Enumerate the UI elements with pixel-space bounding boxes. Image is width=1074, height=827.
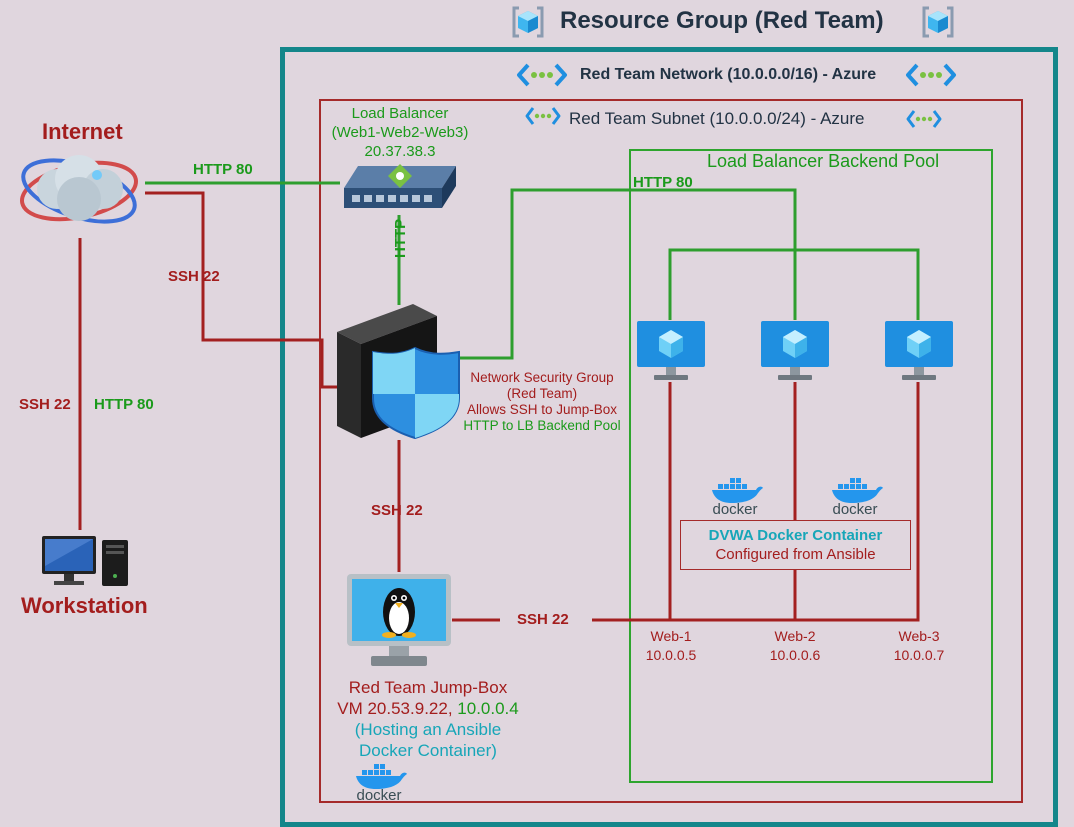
jumpbox-ansible-line: (Hosting an Ansible xyxy=(354,720,502,739)
jumpbox-address: VM 20.53.9.22, 10.0.0.4 xyxy=(319,698,537,719)
backend-pool-label: Load Balancer Backend Pool xyxy=(707,151,940,171)
subnet-label: Red Team Subnet (10.0.0.0/24) - Azure xyxy=(569,109,865,128)
internet-label: Internet xyxy=(42,119,123,144)
http-label-workstation: HTTP 80 xyxy=(94,396,154,413)
nsg-rule-ssh: Allows SSH to Jump-Box xyxy=(466,402,618,417)
web-vm-icon xyxy=(761,321,829,380)
dvwa-title: DVWA Docker Container xyxy=(708,527,883,544)
jumpbox-caption: Red Team Jump-Box VM 20.53.9.22, 10.0.0.… xyxy=(319,677,537,761)
jumpbox-docker-line: Docker Container) xyxy=(359,741,497,760)
ssh-line-jumpbox-right xyxy=(592,382,920,622)
docker-whale-icon xyxy=(356,764,407,789)
web-vm-ip: 10.0.0.7 xyxy=(893,647,945,663)
web-vm-icon xyxy=(637,321,705,380)
linux-penguin-icon xyxy=(382,588,416,638)
jumpbox-private-ip: 10.0.0.4 xyxy=(457,699,519,718)
load-balancer-members: (Web1-Web2-Web3) xyxy=(331,124,469,141)
web-vm-name: Web-2 xyxy=(774,628,816,644)
ssh-label-internet-nsg: SSH 22 xyxy=(168,268,220,285)
nsg-caption: Network Security Group (Red Team) Allows… xyxy=(446,370,638,434)
resource-group-title: Resource Group (Red Team) xyxy=(560,7,884,34)
jumpbox-public-ip: VM 20.53.9.22, xyxy=(337,699,453,718)
nsg-name: Network Security Group xyxy=(470,370,614,385)
vnet-icon-right xyxy=(906,63,956,87)
nsg-team: (Red Team) xyxy=(506,386,578,401)
jumpbox-monitor-icon xyxy=(347,574,451,666)
dvwa-box: DVWA Docker Container Configured from An… xyxy=(680,520,911,570)
load-balancer-caption: Load Balancer (Web1-Web2-Web3) 20.37.38.… xyxy=(320,104,480,161)
nsg-rule-http: HTTP to LB Backend Pool xyxy=(463,418,621,433)
vnet-icon-left xyxy=(517,63,567,87)
docker-logo-text: docker xyxy=(712,501,758,518)
http-label-lb-nsg: HTTP xyxy=(392,218,409,258)
docker-logo-text: docker xyxy=(356,787,402,804)
load-balancer-icon xyxy=(344,164,456,208)
network-label: Red Team Network (10.0.0.0/16) - Azure xyxy=(580,66,877,83)
web-vm-name: Web-1 xyxy=(650,628,692,644)
http-line-nsg-backend xyxy=(458,188,797,360)
web-vm-icon xyxy=(885,321,953,380)
dvwa-subtitle: Configured from Ansible xyxy=(715,546,876,563)
load-balancer-name: Load Balancer xyxy=(351,105,449,122)
nsg-firewall-icon xyxy=(337,304,460,440)
workstation-icon xyxy=(42,536,128,586)
web-vm-name: Web-3 xyxy=(898,628,940,644)
ssh-line-internet-nsg xyxy=(145,191,338,389)
ssh-label-workstation: SSH 22 xyxy=(19,396,71,413)
web-vm-ip: 10.0.0.5 xyxy=(645,647,697,663)
resource-group-icon-left xyxy=(512,6,544,38)
http-label-nsg-backend: HTTP 80 xyxy=(633,174,693,191)
ssh-label-jumpbox-web: SSH 22 xyxy=(517,611,569,628)
web-vm-ip: 10.0.0.6 xyxy=(769,647,821,663)
backend-pool-box xyxy=(629,149,993,783)
jumpbox-name: Red Team Jump-Box xyxy=(348,678,508,697)
docker-whale-icon xyxy=(712,478,763,503)
load-balancer-ip: 20.37.38.3 xyxy=(364,143,436,160)
internet-cloud-icon xyxy=(20,155,138,224)
docker-whale-icon xyxy=(832,478,883,503)
subnet-icon-left xyxy=(525,107,561,125)
subnet-icon-right xyxy=(906,110,942,128)
docker-logo-text: docker xyxy=(832,501,878,518)
subnet-box xyxy=(319,99,1023,803)
resource-group-icon-right xyxy=(922,6,954,38)
ssh-label-nsg-jumpbox: SSH 22 xyxy=(371,502,423,519)
workstation-label: Workstation xyxy=(21,593,148,618)
http-label-internet-lb: HTTP 80 xyxy=(193,161,253,178)
